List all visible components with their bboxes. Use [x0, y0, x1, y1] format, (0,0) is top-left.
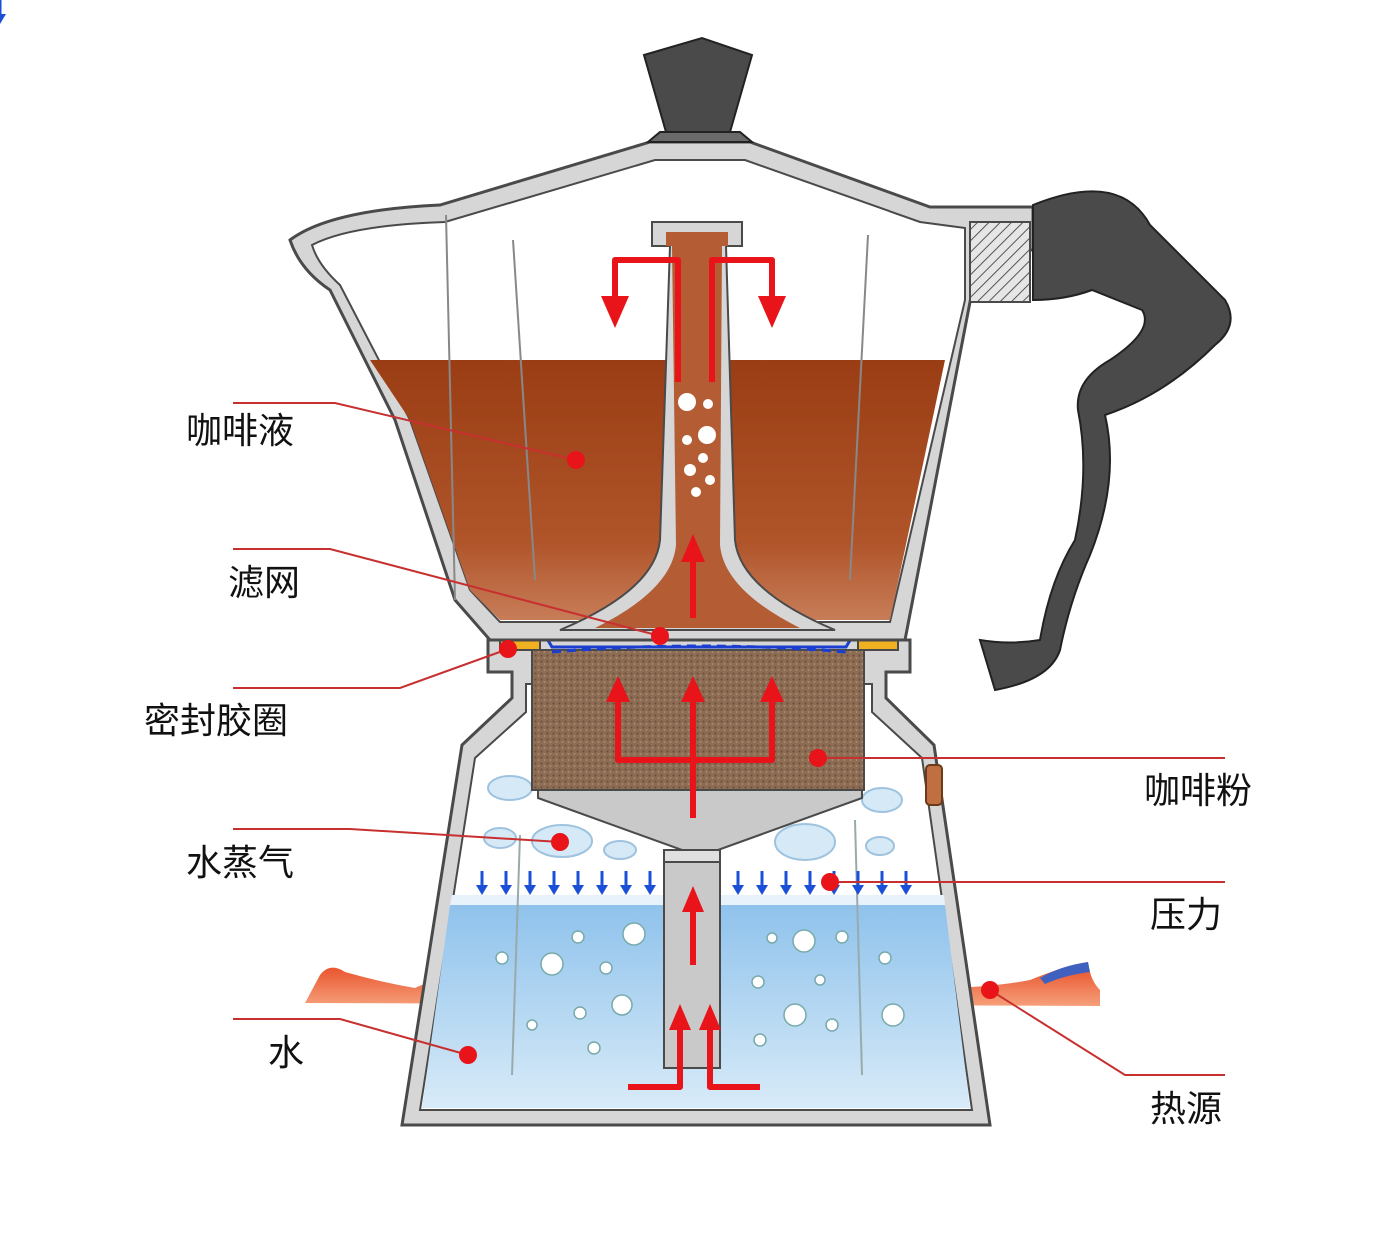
label-coffee-liquid: 咖啡液	[186, 411, 295, 452]
label-steam: 水蒸气	[186, 843, 295, 884]
pressure-arrows	[0, 0, 914, 897]
label-water: 水	[268, 1033, 305, 1074]
filter-basket	[531, 649, 865, 791]
pot-handle	[978, 190, 1232, 692]
label-pressure: 压力	[1150, 895, 1223, 936]
label-filter-screen: 滤网	[228, 563, 301, 604]
water-bubbles	[495, 922, 905, 1055]
central-column	[559, 221, 836, 631]
label-gasket: 密封胶圈	[144, 701, 289, 742]
lid-knob-base	[645, 131, 755, 143]
leader-dots	[459, 451, 999, 1064]
flow-arrows	[601, 257, 786, 1090]
upper-chamber	[288, 140, 1035, 642]
column-bubbles	[678, 393, 716, 497]
lid-knob	[642, 36, 754, 133]
label-heat-source: 热源	[1150, 1089, 1223, 1130]
label-coffee-grounds: 咖啡粉	[1144, 771, 1253, 812]
leader-lines	[233, 402, 1225, 1076]
